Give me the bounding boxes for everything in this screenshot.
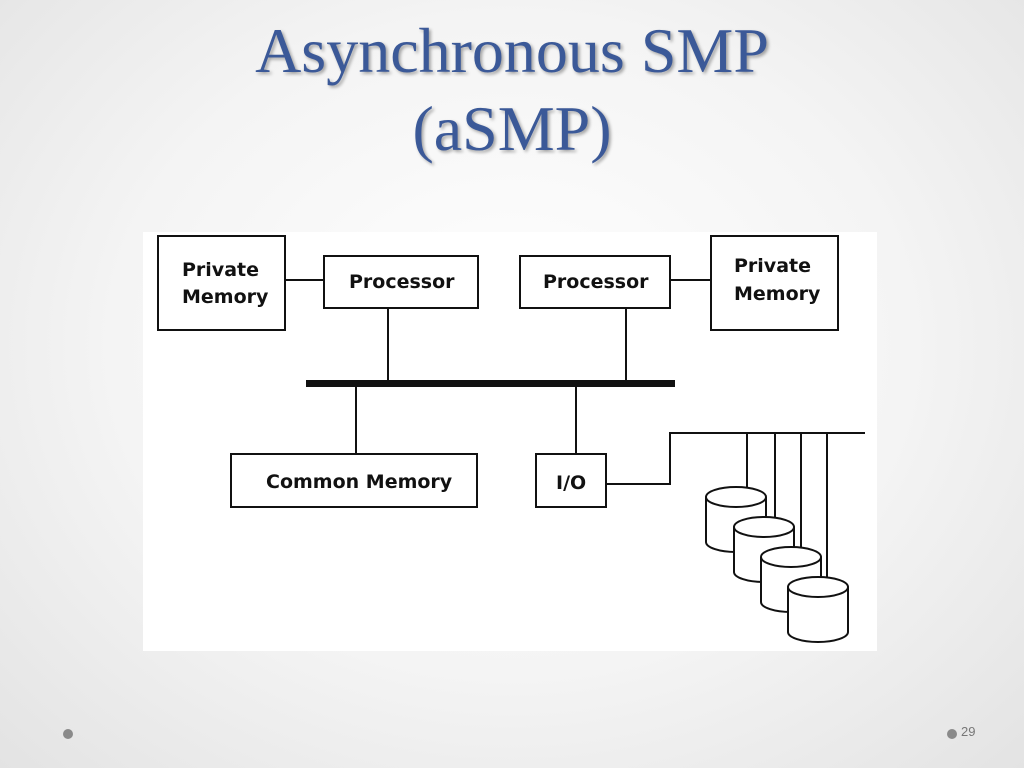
- processor-left-box: [323, 255, 479, 309]
- private-memory-left-label-line2: Memory: [182, 286, 269, 308]
- processor-right-label: Processor: [543, 271, 649, 293]
- common-memory-label: Common Memory: [266, 471, 453, 493]
- processor-left-label: Processor: [349, 271, 455, 293]
- common-memory-box: [230, 453, 478, 508]
- private-memory-left-box: [157, 235, 286, 331]
- slide-title: Asynchronous SMP (aSMP): [0, 12, 1024, 168]
- disk-stack: [705, 486, 849, 643]
- private-memory-right-label-line2: Memory: [734, 283, 821, 305]
- system-bus: [306, 380, 675, 387]
- footer-dot-right: [947, 729, 957, 739]
- private-memory-right-box: [710, 235, 839, 331]
- slide-title-line-2: (aSMP): [412, 93, 612, 164]
- diagram-canvas: Private Memory Processor Processor Priva…: [157, 235, 865, 643]
- io-box: [535, 453, 607, 508]
- io-label: I/O: [556, 472, 586, 494]
- disk-icon: [787, 576, 849, 643]
- private-memory-right-label-line1: Private: [734, 255, 811, 277]
- processor-right-box: [519, 255, 671, 309]
- private-memory-left-label-line1: Private: [182, 259, 259, 281]
- connector-io-disks: [606, 432, 865, 485]
- slide-title-line-1: Asynchronous SMP: [255, 15, 769, 86]
- asmp-architecture-diagram: Private Memory Processor Processor Priva…: [143, 232, 877, 651]
- slide-page-number: 29: [961, 724, 976, 739]
- footer-dot-left: [63, 729, 73, 739]
